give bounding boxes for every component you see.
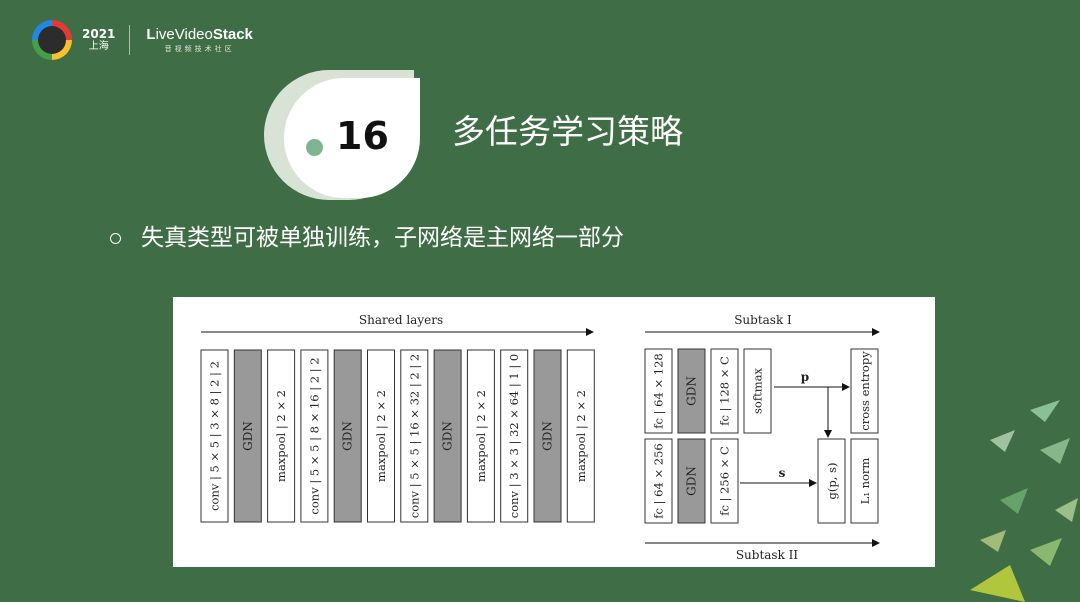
- conference-logo-inner: [38, 26, 66, 54]
- shared-block-label-6: conv | 5 × 5 | 16 × 32 | 2 | 2: [407, 354, 422, 518]
- subtask2-block-label-1: GDN: [685, 466, 699, 496]
- subtask2-block-label-2: fc | 256 × C: [718, 446, 733, 516]
- subtask1-block-label-3: softmax: [751, 368, 765, 414]
- g-ps-label: g(p, s): [825, 463, 839, 500]
- shared-block-label-5: maxpool | 2 × 2: [374, 390, 389, 482]
- shared-block-label-9: conv | 3 × 3 | 32 × 64 | 1 | 0: [507, 354, 522, 518]
- subtask2-block-label-0: fc | 64 × 256: [652, 443, 667, 518]
- subtask1-blocks: fc | 64 × 128 GDN fc | 128 × C softmax: [645, 349, 771, 433]
- conference-logo: [32, 20, 72, 60]
- event-year: 2021: [82, 27, 115, 41]
- section-dot: [306, 139, 323, 156]
- shared-block-label-3: conv | 5 × 5 | 8 × 16 | 2 | 2: [307, 357, 322, 514]
- subtask2-blocks: fc | 64 × 256 GDN fc | 256 × C: [645, 439, 738, 523]
- subtask1-block-label-2: fc | 128 × C: [718, 356, 733, 426]
- shared-block-label-8: maxpool | 2 × 2: [474, 390, 489, 482]
- header-divider: [129, 25, 130, 55]
- shared-layers-label: Shared layers: [359, 313, 443, 327]
- brand-subtitle: 音视频技术社区: [146, 44, 252, 54]
- cross-entropy-label: cross entropy: [858, 351, 872, 431]
- subtask1-block-label-0: fc | 64 × 128: [652, 353, 667, 428]
- shared-block-label-11: maxpool | 2 × 2: [574, 390, 589, 482]
- shared-block-label-1: GDN: [241, 421, 255, 451]
- shared-block-label-0: conv | 5 × 5 | 3 × 8 | 2 | 2: [208, 361, 223, 511]
- brand-name: LiveVideoStack: [146, 26, 252, 44]
- bullet-item: 失真类型可被单独训练，子网络是主网络一部分: [110, 222, 624, 254]
- shared-layer-blocks: conv | 5 × 5 | 3 × 8 | 2 | 2 GDN maxpool |…: [201, 350, 594, 522]
- section-title: 多任务学习策略: [452, 110, 683, 154]
- shared-block-label-4: GDN: [341, 421, 355, 451]
- shared-block-label-10: GDN: [541, 421, 555, 451]
- shared-block-label-2: maxpool | 2 × 2: [274, 390, 289, 482]
- subtask2-label: Subtask II: [736, 548, 799, 562]
- event-date: 2021 上海: [82, 27, 115, 53]
- s-label: s: [779, 466, 786, 480]
- brand-logo: LiveVideoStack 音视频技术社区: [146, 26, 252, 54]
- network-diagram-svg: Shared layers conv | 5 × 5 | 3 × 8 | 2 |…: [173, 297, 935, 567]
- bullet-circle-icon: [110, 233, 121, 244]
- l1-norm-label: L₁ norm: [858, 458, 872, 505]
- network-diagram: Shared layers conv | 5 × 5 | 3 × 8 | 2 |…: [173, 297, 935, 567]
- event-city: 上海: [82, 41, 115, 53]
- header: 2021 上海 LiveVideoStack 音视频技术社区: [32, 18, 253, 62]
- subtask1-label: Subtask I: [734, 313, 792, 327]
- bullet-text: 失真类型可被单独训练，子网络是主网络一部分: [141, 222, 624, 254]
- p-label: p: [801, 370, 809, 384]
- subtask1-block-label-1: GDN: [685, 376, 699, 406]
- decorative-leaves: [970, 390, 1080, 602]
- section-number: 16: [336, 112, 389, 160]
- shared-block-label-7: GDN: [441, 421, 455, 451]
